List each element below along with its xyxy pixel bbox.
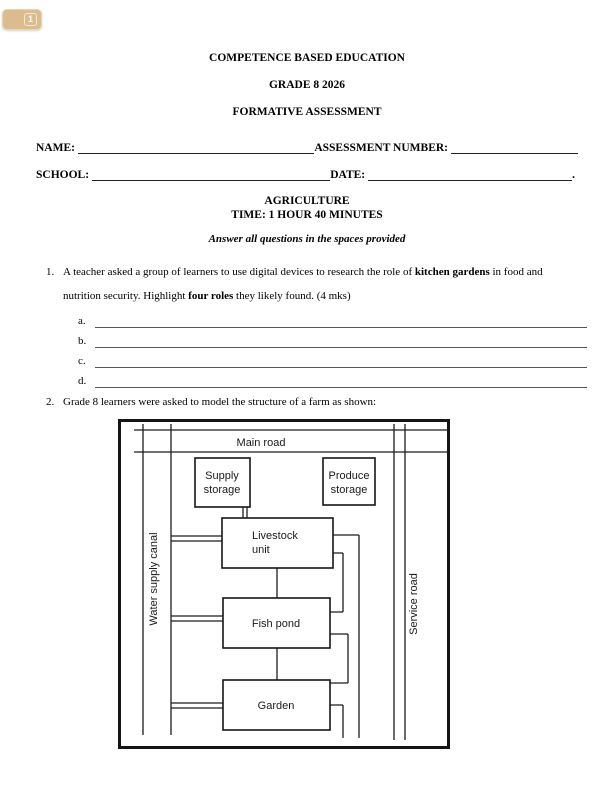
produce-storage-box [322,457,376,506]
answer-label-a: a. [78,315,86,327]
question-1-number: 1. [46,266,55,278]
question-1-text-part: in food and nutrition security. Highligh… [63,266,543,302]
livestock-fishpond-right-path [330,552,344,613]
question-2: 2. Grade 8 learners were asked to model … [36,390,578,414]
supply-storage-label-line1: Supply [205,470,239,482]
school-label: SCHOOL: [36,169,90,181]
question-2-number: 2. [46,396,55,408]
garden-label: Garden [258,700,295,712]
supply-storage-label-line2: storage [204,484,241,496]
question-1-text-part: they likely found. (4 mks) [233,290,351,302]
title-line-3: FORMATIVE ASSESSMENT [232,106,382,118]
supply-storage-box [194,457,251,508]
answer-row-a: a. [78,308,587,328]
answer-row-d: d. [78,368,587,388]
name-label: NAME: [36,142,75,154]
livestock-unit-label-line2: unit [252,544,270,556]
main-road-label: Main road [237,437,286,449]
livestock-unit-label-line1: Livestock [252,530,298,542]
produce-storage-label-line1: Produce [329,470,370,482]
diagram-boxes [194,457,376,731]
date-input-line[interactable] [368,167,573,181]
school-row: SCHOOL: DATE: . [36,166,578,181]
answer-line-c[interactable] [95,353,587,368]
question-1-text-part: A teacher asked a group of learners to u… [63,266,415,278]
produce-storage-label-line2: storage [331,484,368,496]
livestock-unit-box [221,517,334,569]
water-supply-canal-label: Water supply canal [148,532,160,625]
service-road-label: Service road [408,573,420,635]
diagram-lines [134,424,447,740]
subject-block: AGRICULTURE TIME: 1 HOUR 40 MINUTES [36,194,578,222]
diagram-labels: Main road Supply storage Produce storage… [148,437,420,712]
date-suffix: . [572,169,575,181]
canal-livestock-connector [171,535,222,542]
garden-box [222,679,331,731]
question-1: 1. A teacher asked a group of learners t… [36,260,578,308]
canal-garden-connector [171,702,223,709]
question-1-bold-kitchen-gardens: kitchen gardens [414,266,490,278]
date-label: DATE: [330,169,366,181]
garden-bottom-right-path [330,704,344,738]
page-number-badge: 1 [2,9,42,30]
supply-livestock-connector [242,507,248,518]
answer-label-c: c. [78,355,86,367]
fish-pond-label: Fish pond [252,618,300,630]
canal-fishpond-connector [171,615,223,622]
page-number: 1 [23,13,37,26]
answer-row-c: c. [78,348,587,368]
fish-pond-box [222,597,331,649]
name-row: NAME: ASSESSMENT NUMBER: [36,139,578,154]
answer-lines: a. b. c. d. [36,308,587,388]
document-content: COMPETENCE BASED EDUCATION GRADE 8 2026 … [36,0,587,414]
assessment-number-label: ASSESSMENT NUMBER: [314,142,448,154]
subject-title: AGRICULTURE [264,195,350,207]
instruction-text: Answer all questions in the spaces provi… [208,233,406,245]
question-1-bold-four-roles: four roles [188,290,234,302]
question-1-text: A teacher asked a group of learners to u… [63,260,578,308]
answer-row-b: b. [78,328,587,348]
answer-label-b: b. [78,335,87,347]
right-outer-path [333,534,360,738]
farm-structure-diagram: Main road Supply storage Produce storage… [118,419,450,749]
assessment-number-input-line[interactable] [451,140,578,154]
subject-time: TIME: 1 HOUR 40 MINUTES [231,209,383,221]
answer-line-a[interactable] [95,313,587,328]
title-line-2: GRADE 8 2026 [268,79,346,91]
title-line-1: COMPETENCE BASED EDUCATION [209,52,405,64]
farm-diagram-svg: Main road Supply storage Produce storage… [134,424,447,740]
question-2-text: Grade 8 learners were asked to model the… [63,396,377,408]
school-input-line[interactable] [92,167,331,181]
answer-line-b[interactable] [95,333,587,348]
answer-label-d: d. [78,375,87,387]
answer-line-d[interactable] [95,373,587,388]
name-input-line[interactable] [77,140,315,154]
fishpond-garden-right-path [330,633,349,684]
